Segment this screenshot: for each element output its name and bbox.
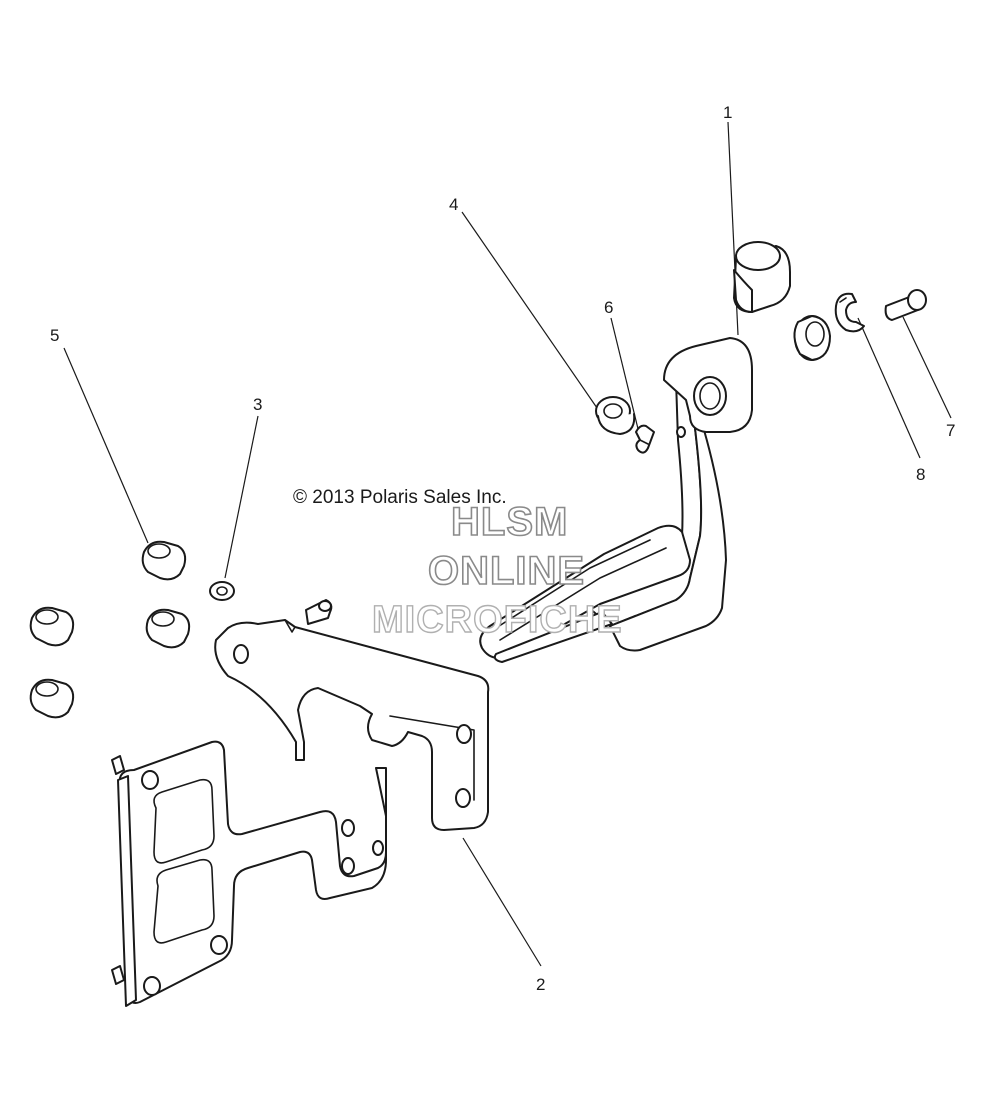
part-3-washer: [209, 581, 235, 601]
part-2-mounting-bracket: [111, 599, 490, 1007]
callout-2: 2: [536, 975, 546, 994]
nut-1: [141, 540, 187, 581]
part-1-brake-pedal: [479, 241, 791, 663]
leader-8: [857, 317, 921, 459]
copyright-notice: © 2013 Polaris Sales Inc.: [293, 487, 507, 508]
leader-lines: [63, 121, 952, 967]
nut-4: [29, 678, 75, 719]
callout-4: 4: [449, 195, 459, 214]
callout-6: 6: [604, 298, 614, 317]
callout-8: 8: [916, 465, 926, 484]
leader-4: [461, 211, 607, 422]
callout-5: 5: [50, 326, 60, 345]
callout-3: 3: [253, 395, 263, 414]
watermark-line-1: HLSM: [450, 500, 569, 544]
part-7-pin: [884, 289, 927, 321]
leader-3: [224, 415, 259, 579]
part-4-bushing: [595, 396, 636, 435]
callout-1: 1: [723, 103, 733, 122]
leader-5: [63, 347, 149, 544]
pivot-bushing: [793, 315, 831, 361]
leader-2: [462, 837, 542, 967]
part-6-clip: [635, 424, 655, 454]
nut-3: [29, 606, 75, 647]
part-8-e-clip: [834, 292, 865, 333]
nut-2: [145, 608, 191, 649]
part-5-nuts: [29, 540, 191, 719]
watermark-line-3: MICROFICHE: [371, 599, 623, 641]
leader-7: [902, 316, 952, 419]
callout-7: 7: [946, 421, 956, 440]
watermark-line-2: ONLINE: [427, 549, 586, 593]
